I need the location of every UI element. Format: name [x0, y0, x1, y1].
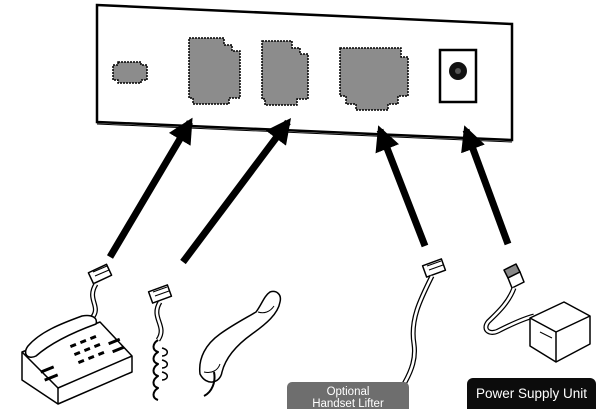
handset-lifter-caption-line2: Handset Lifter [312, 398, 384, 409]
arrow-to-port-5 [461, 125, 512, 246]
handset-lifter-caption: Optional Handset Lifter [287, 382, 409, 409]
rj9-handset-port-icon [188, 37, 241, 105]
arrow-to-port-1 [106, 117, 194, 259]
cable-connector-icon [401, 258, 447, 386]
rj45-port-icon [339, 47, 409, 111]
arrow-to-port-2 [180, 117, 292, 265]
desk-telephone-icon [21, 263, 133, 405]
power-adapter-icon [483, 263, 591, 363]
handset-icon [147, 284, 282, 401]
arrow-to-port-4 [375, 125, 429, 248]
rj9-handset-port-icon [261, 40, 309, 106]
dc-power-jack-icon [438, 48, 478, 104]
rj11-port-icon [112, 61, 148, 84]
handset-lifter-caption-line1: Optional [326, 386, 370, 398]
power-supply-caption: Power Supply Unit [467, 378, 596, 409]
